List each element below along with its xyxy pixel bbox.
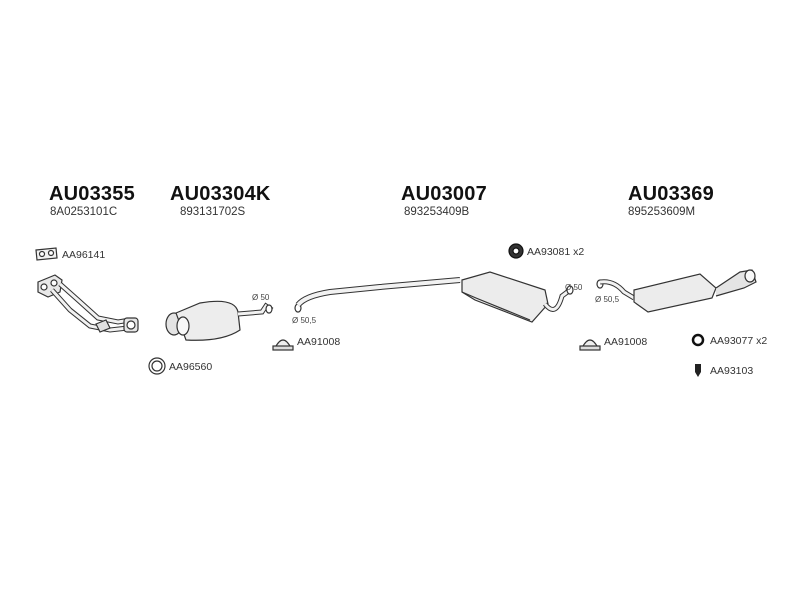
part-code: AA93081 — [527, 246, 571, 258]
part-label-aa93077: AA93077 x2 — [710, 335, 767, 347]
oem-ref-au03304k: 893131702S — [180, 206, 246, 218]
rear-silencer-drawing — [596, 269, 757, 313]
part-label-aa93081: AA93081 x2 — [527, 246, 584, 258]
pipe-diameter-label: Ø 50,5 — [292, 316, 317, 325]
part-qty: x2 — [756, 335, 768, 347]
part-label-aa96560: AA96560 — [169, 361, 213, 373]
rubber-ring-icon — [691, 333, 705, 347]
part-label-aa96141: AA96141 — [62, 249, 106, 261]
hanger-icon — [695, 364, 701, 377]
pipe-diameter-label: Ø 50 — [565, 283, 583, 292]
part-label-aa91008-a: AA91008 — [297, 336, 341, 348]
rubber-mount-icon — [508, 243, 524, 259]
centre-silencer-drawing — [294, 271, 574, 323]
oem-ref-au03007: 893253409B — [404, 206, 470, 218]
assembly-code-au03355: AU03355 — [49, 183, 135, 205]
assembly-code-au03369: AU03369 — [628, 183, 714, 205]
catalytic-converter-drawing — [165, 300, 274, 341]
oem-ref-au03369: 895253609M — [628, 206, 696, 218]
ring-icon — [148, 357, 166, 375]
part-code: AA93077 — [710, 335, 754, 347]
part-label-aa93103: AA93103 — [710, 365, 754, 377]
gasket-icon — [35, 247, 58, 261]
clamp-icon — [272, 339, 294, 351]
part-qty: x2 — [573, 246, 585, 258]
oem-ref-au03355: 8A0253101C — [50, 206, 118, 218]
pipe-diameter-label: Ø 50 — [252, 293, 270, 302]
part-label-aa91008-b: AA91008 — [604, 336, 648, 348]
pipe-diameter-label: Ø 50,5 — [595, 295, 620, 304]
assembly-code-au03304k: AU03304K — [170, 183, 271, 205]
front-pipe-drawing — [37, 274, 139, 333]
clamp-icon — [579, 339, 601, 351]
assembly-code-au03007: AU03007 — [401, 183, 487, 205]
